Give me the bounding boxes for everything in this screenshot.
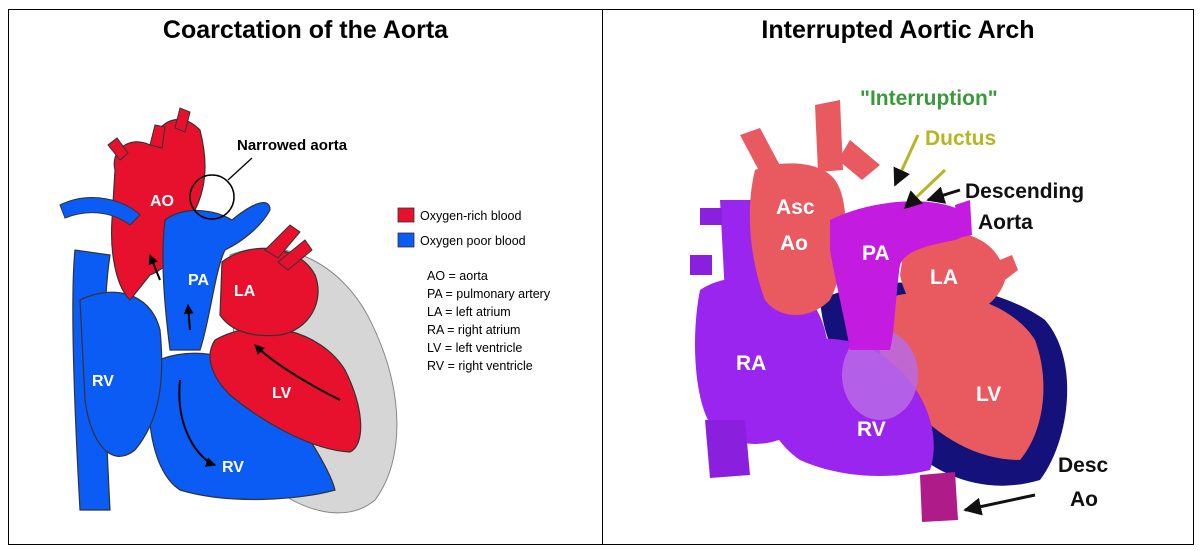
label-pa-left: PA bbox=[188, 272, 209, 289]
abbr-lv: LV = left ventricle bbox=[427, 341, 522, 355]
label-ra-right: RA bbox=[736, 352, 766, 375]
abbr-ao: AO = aorta bbox=[427, 269, 488, 283]
descending-aorta-bottom bbox=[920, 472, 958, 522]
label-lv-left: LV bbox=[272, 385, 292, 402]
label-la-left: LA bbox=[234, 283, 256, 300]
label-desc-ao: Ao bbox=[1070, 488, 1098, 511]
coarctation-heart: AO PA LA RV LV RV Narrowed aorta bbox=[60, 108, 397, 513]
descending-aorta-tube bbox=[955, 200, 972, 238]
legend-swatch-oxygen-poor bbox=[398, 233, 414, 247]
label-narrowed-aorta: Narrowed aorta bbox=[237, 137, 348, 154]
label-aorta: Aorta bbox=[978, 211, 1033, 234]
label-lv-right: LV bbox=[976, 383, 1001, 406]
label-interruption: "Interruption" bbox=[860, 87, 998, 110]
label-asc: Asc bbox=[776, 196, 815, 219]
label-pa-right: PA bbox=[862, 242, 890, 265]
legend: Oxygen-rich blood Oxygen poor blood AO =… bbox=[398, 208, 551, 373]
legend-label-oxygen-rich: Oxygen-rich blood bbox=[420, 209, 521, 223]
pointer-interruption bbox=[895, 135, 918, 185]
label-ao: AO bbox=[150, 193, 174, 210]
abbr-rv: RV = right ventricle bbox=[427, 359, 533, 373]
label-rv-bottom: RV bbox=[222, 459, 244, 476]
abbr-ra: RA = right atrium bbox=[427, 323, 520, 337]
abbr-pa: PA = pulmonary artery bbox=[427, 287, 551, 301]
ivc-right bbox=[705, 420, 750, 478]
label-desc: Desc bbox=[1058, 454, 1109, 477]
label-rv-right: RV bbox=[857, 418, 886, 441]
interrupted-arch-heart: "Interruption" Ductus Descending Aorta A… bbox=[690, 87, 1109, 522]
pointer-desc-ao bbox=[965, 495, 1035, 510]
legend-swatch-oxygen-rich bbox=[398, 208, 414, 222]
svc-side-branch bbox=[690, 208, 722, 275]
label-rv-left: RV bbox=[92, 373, 114, 390]
coarctation-pointer bbox=[228, 158, 252, 180]
label-ductus: Ductus bbox=[925, 127, 996, 150]
legend-label-oxygen-poor: Oxygen poor blood bbox=[420, 234, 526, 248]
abbr-la: LA = left atrium bbox=[427, 305, 511, 319]
label-descending: Descending bbox=[965, 180, 1084, 203]
label-asc-ao: Ao bbox=[780, 232, 808, 255]
pointer-descending bbox=[928, 190, 960, 200]
label-la-right: LA bbox=[930, 266, 958, 289]
